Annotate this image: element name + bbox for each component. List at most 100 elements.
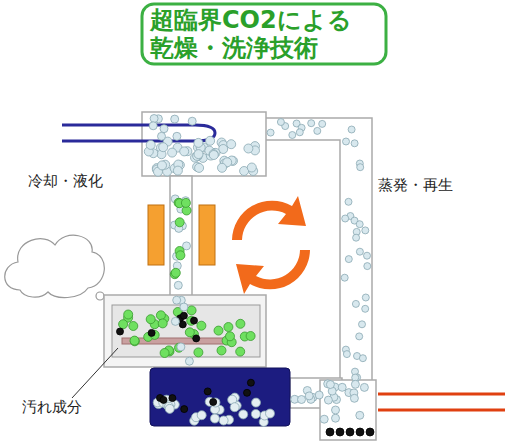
particle	[124, 310, 133, 319]
particle	[129, 322, 138, 331]
cooling-tube	[62, 125, 215, 141]
particle	[346, 428, 354, 436]
separator-tank	[150, 368, 290, 426]
particle	[171, 317, 179, 325]
particle	[356, 411, 364, 419]
particle	[193, 335, 200, 342]
particle	[150, 115, 158, 123]
particle	[194, 138, 203, 147]
particle	[315, 391, 323, 399]
particle	[181, 198, 190, 207]
particle	[175, 218, 184, 227]
particle	[181, 406, 188, 413]
particle	[356, 221, 363, 228]
annotation-label: 蒸発・再生	[378, 176, 453, 195]
particle	[332, 406, 340, 414]
particle	[236, 347, 245, 356]
particle	[210, 399, 217, 406]
particle	[345, 198, 352, 205]
particle	[194, 150, 203, 159]
particle	[320, 415, 328, 423]
particle	[156, 311, 165, 320]
particle	[219, 416, 228, 425]
particle	[360, 383, 368, 391]
particle	[217, 346, 226, 355]
particle	[158, 161, 167, 170]
particle	[158, 319, 167, 328]
particle	[171, 268, 180, 277]
particle	[130, 337, 139, 346]
particle	[359, 355, 366, 362]
particle	[356, 428, 364, 436]
particle	[173, 132, 181, 140]
particle	[230, 403, 239, 412]
cleaning-vessel	[104, 295, 266, 367]
particle	[296, 129, 303, 136]
particle	[160, 125, 168, 133]
particle	[174, 281, 182, 289]
pipework	[142, 112, 376, 440]
vessel-inner	[112, 305, 260, 357]
particle	[117, 328, 124, 335]
particle	[338, 383, 346, 391]
particle	[185, 357, 193, 365]
leader-line	[72, 348, 118, 398]
particle	[345, 256, 352, 263]
particle	[169, 395, 176, 402]
particle	[336, 428, 344, 436]
particle	[352, 300, 359, 307]
particle	[348, 126, 355, 133]
cloud	[5, 235, 111, 304]
particle	[197, 321, 206, 330]
particle	[177, 343, 185, 351]
particle	[298, 396, 306, 404]
title-frame	[142, 4, 386, 64]
particle	[357, 164, 364, 171]
particle	[251, 410, 260, 419]
particle	[195, 163, 204, 172]
particle	[308, 120, 315, 127]
particle	[197, 411, 206, 420]
particle	[343, 138, 350, 145]
particle	[204, 388, 211, 395]
particle	[224, 323, 233, 332]
particle	[326, 381, 334, 389]
particle	[244, 144, 253, 153]
particle	[362, 294, 369, 301]
particle	[149, 122, 157, 130]
particle	[194, 348, 203, 357]
particle	[362, 227, 369, 234]
particle	[171, 115, 179, 123]
particle	[305, 392, 313, 400]
particle	[173, 166, 182, 175]
title-text: 超臨界CO2による 乾燥・洗浄技術	[150, 6, 382, 62]
particle	[314, 127, 321, 134]
particle	[332, 414, 340, 422]
particle	[350, 394, 358, 402]
particle	[180, 147, 189, 156]
particle	[353, 234, 360, 241]
heater-left	[148, 205, 164, 265]
particle	[289, 132, 296, 139]
particle	[176, 251, 185, 260]
particle	[119, 320, 128, 329]
particle	[160, 349, 169, 358]
particle	[160, 396, 167, 403]
particle	[246, 332, 255, 341]
circulation-arrows	[232, 196, 310, 294]
particle	[364, 263, 371, 270]
particle	[218, 163, 227, 172]
particle	[227, 140, 236, 149]
particle	[148, 329, 155, 336]
particle	[191, 317, 198, 324]
particle	[158, 132, 166, 140]
particle	[188, 117, 196, 125]
particle	[210, 414, 219, 423]
heater-right	[199, 205, 215, 265]
particle	[173, 296, 181, 304]
particle	[146, 140, 155, 149]
particle	[159, 143, 168, 152]
particle	[277, 119, 284, 126]
